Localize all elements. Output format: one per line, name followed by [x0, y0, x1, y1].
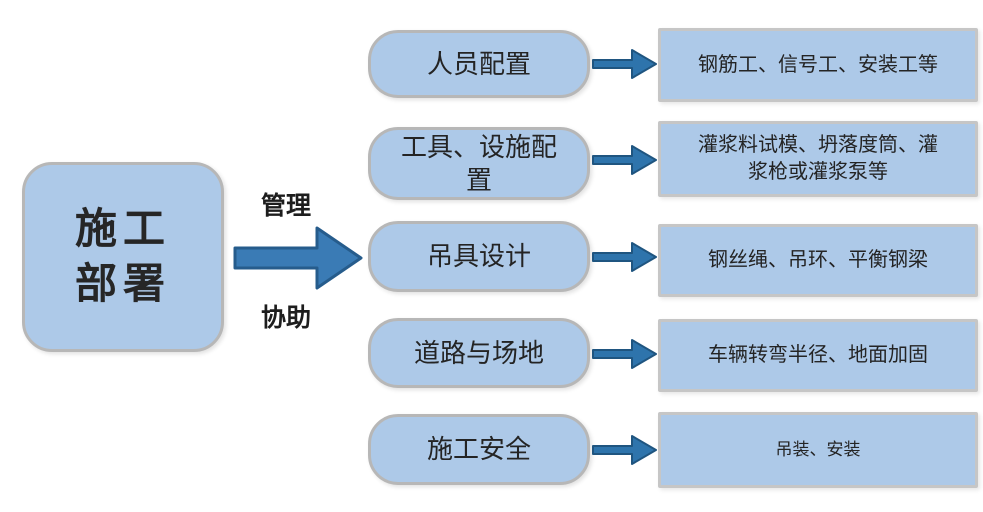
category-node-construction-safety: 施工安全: [368, 414, 590, 485]
detail-node-rigging-design: 钢丝绳、吊环、平衡钢梁: [658, 224, 978, 297]
right-arrow-icon: [592, 143, 658, 177]
detail-node-tools-facilities: 灌浆料试模、坍落度筒、灌 浆枪或灌浆泵等: [658, 121, 978, 197]
detail-node-roads-site: 车辆转弯半径、地面加固: [658, 319, 978, 392]
main-arrow-label-assist: 协助: [260, 304, 311, 332]
main-arrow-label-manage: 管理: [260, 192, 311, 220]
category-node-roads-site: 道路与场地: [368, 318, 590, 388]
category-node-rigging-design: 吊具设计: [368, 221, 590, 292]
right-arrow-icon: [592, 47, 658, 81]
detail-node-personnel: 钢筋工、信号工、安装工等: [658, 28, 978, 102]
main-right-arrow-icon: [233, 222, 365, 294]
right-arrow-icon: [592, 337, 658, 371]
right-arrow-icon: [592, 433, 658, 467]
category-node-tools-facilities: 工具、设施配 置: [368, 127, 590, 200]
right-arrow-icon: [592, 240, 658, 274]
detail-node-construction-safety: 吊装、安装: [658, 412, 978, 488]
category-node-personnel: 人员配置: [368, 30, 590, 98]
root-node-construction-deployment: 施工 部署: [22, 162, 224, 352]
